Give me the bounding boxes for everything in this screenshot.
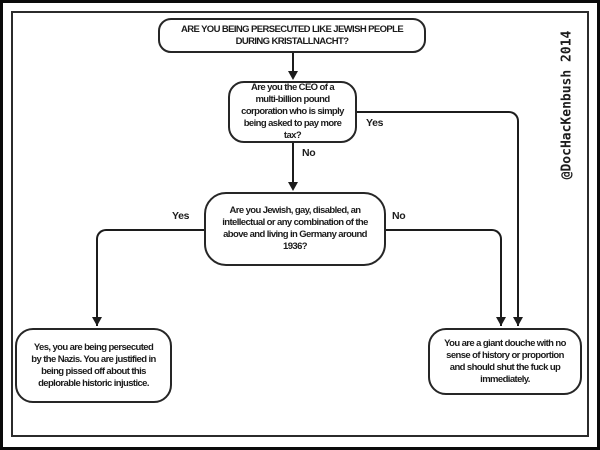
arrow-nazi-no-to-douche [385,229,502,326]
arrow-start-to-ceo [292,52,294,73]
arrow-ceo-yes-to-douche [357,111,519,326]
node-text-line: deplorable historic injustice. [38,377,149,389]
node-text-line: DURING KRISTALLNACHT? [235,35,349,47]
arrow-nazi-yes-to-persecuted [96,229,206,326]
node-text-line: tax? [283,130,302,141]
node-text-line: above and living in Germany around [223,229,367,240]
node-text-line: immediately. [480,373,530,385]
arrowhead-nazi-no-into-douche [496,317,506,326]
node-text-line: being pissed off about this [41,365,146,377]
node-text-line: You are a giant douche with no [444,337,566,349]
inner-frame [11,11,589,437]
edge-label-ceo-yes: Yes [366,117,384,129]
flowchart-node-persecuted-result: Yes, you are being persecuted by the Naz… [15,328,172,403]
author-credit: @DocHacKenbush 2014 [559,30,575,180]
node-text-line: Are you Jewish, gay, disabled, an [229,205,361,216]
arrowhead-ceo-yes-into-douche [513,317,523,326]
edge-label-ceo-no: No [302,147,316,159]
node-text-line: by the Nazis. You are justified in [31,353,156,365]
arrowhead-into-ceo [288,71,298,80]
flowchart-node-nazi-question: Are you Jewish, gay, disabled, an intell… [204,192,386,266]
node-text-line: multi-billion pound [255,94,330,105]
node-text-line: 1936? [283,241,308,252]
node-text-line: sense of history or proportion [446,349,564,361]
flowchart-node-start: ARE YOU BEING PERSECUTED LIKE JEWISH PEO… [158,18,426,53]
node-text-line: being asked to pay more [243,118,342,129]
node-text-line: Are you the CEO of a [250,82,335,93]
arrowhead-into-nazi [288,182,298,191]
flowchart-node-ceo-question: Are you the CEO of a multi-billion pound… [228,81,357,143]
arrowhead-into-persecuted [92,317,102,326]
node-text-line: corporation who is simply [241,106,344,117]
node-text-line: and should shut the fuck up [449,361,561,373]
arrow-ceo-no-to-nazi [292,143,294,183]
node-text-line: ARE YOU BEING PERSECUTED LIKE JEWISH PEO… [180,23,404,35]
node-text-line: Yes, you are being persecuted [33,341,154,353]
edge-label-nazi-yes: Yes [172,210,190,222]
node-text-line: intellectual or any combination of the [222,217,368,228]
edge-label-nazi-no: No [392,210,406,222]
flowchart-node-douche-result: You are a giant douche with no sense of … [428,328,582,395]
